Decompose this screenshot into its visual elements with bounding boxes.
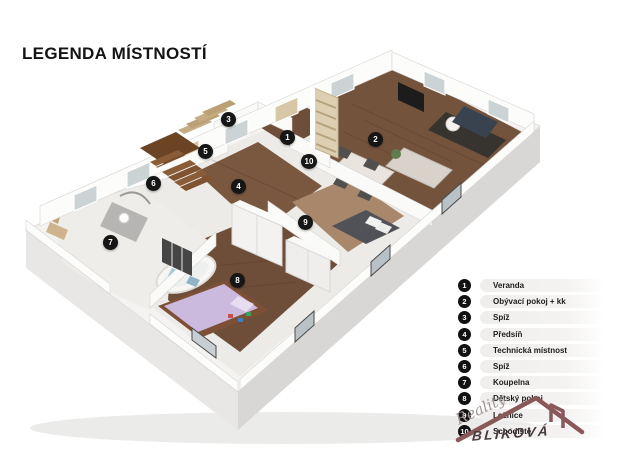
kitchen-island <box>385 147 453 189</box>
legend-item-4: 4 Předsíň <box>458 327 605 341</box>
legend-number-badge: 2 <box>458 295 471 309</box>
wardrobes <box>231 200 338 293</box>
legend-item-9: 9 Ložnice <box>458 408 605 422</box>
legend-item-3: 3 Spíž <box>458 311 605 325</box>
room-marker-8: 8 <box>230 273 245 288</box>
room-marker-9: 9 <box>298 215 313 230</box>
mirror <box>119 191 151 205</box>
tv-wall-unit <box>398 82 424 112</box>
legend-label: Technická místnost <box>480 343 605 357</box>
legend-number-badge: 8 <box>458 392 471 406</box>
legend-label: Spíž <box>480 311 605 325</box>
outdoor-furniture <box>46 222 68 240</box>
legend-label: Schodiště <box>480 424 605 438</box>
pillow <box>375 222 392 234</box>
pillow <box>365 216 382 228</box>
room-marker-5: 5 <box>198 144 213 159</box>
glass-doors <box>162 238 192 276</box>
legend-label: Dětský pokoj <box>480 392 605 406</box>
room-marker-1: 1 <box>280 130 295 145</box>
room-marker-6: 6 <box>146 176 161 191</box>
furniture <box>46 82 506 338</box>
page-title: LEGENDA MÍSTNOSTÍ <box>22 44 207 63</box>
ladder-stair <box>310 86 339 159</box>
legend-number-badge: 6 <box>458 359 471 373</box>
legend-item-2: 2 Obývací pokoj + kk <box>458 295 605 309</box>
sofa <box>452 106 498 138</box>
plant <box>391 149 401 159</box>
kids-pillow <box>230 296 254 312</box>
legend-label: Spíž <box>480 359 605 373</box>
legend-item-10: 10 Schodiště <box>458 424 605 438</box>
room-marker-10: 10 <box>301 154 317 169</box>
legend-label: Veranda <box>480 279 605 292</box>
toys <box>228 312 251 322</box>
room-marker-7: 7 <box>103 235 118 250</box>
floor-hall <box>196 142 322 232</box>
legend-number-badge: 1 <box>458 279 471 292</box>
legend-number-badge: 9 <box>458 408 471 422</box>
legend-number-badge: 7 <box>458 376 471 390</box>
sink <box>118 212 130 224</box>
legend-item-1: 1 Veranda <box>458 279 605 292</box>
front-windows <box>191 181 462 359</box>
room-marker-3: 3 <box>221 112 236 127</box>
kids-bed-mattress <box>164 284 258 332</box>
legend-label: Ložnice <box>480 408 605 422</box>
legend-number-badge: 4 <box>458 327 471 341</box>
legend-label: Obývací pokoj + kk <box>480 295 605 309</box>
legend: 1 Veranda 2 Obývací pokoj + kk 3 Spíž 4 … <box>458 279 605 441</box>
legend-label: Předsíň <box>480 327 605 341</box>
legend-number-badge: 5 <box>458 343 471 357</box>
ground-shadow <box>30 412 540 444</box>
legend-item-8: 8 Dětský pokoj <box>458 392 605 406</box>
room-marker-4: 4 <box>231 179 246 194</box>
room-marker-2: 2 <box>368 132 383 147</box>
towel <box>186 276 200 287</box>
legend-item-5: 5 Technická místnost <box>458 343 605 357</box>
legend-item-6: 6 Spíž <box>458 359 605 373</box>
legend-label: Koupelna <box>480 376 605 390</box>
legend-item-7: 7 Koupelna <box>458 376 605 390</box>
legend-number-badge: 10 <box>458 424 471 438</box>
legend-number-badge: 3 <box>458 311 471 325</box>
bedroom-bed <box>332 210 400 244</box>
